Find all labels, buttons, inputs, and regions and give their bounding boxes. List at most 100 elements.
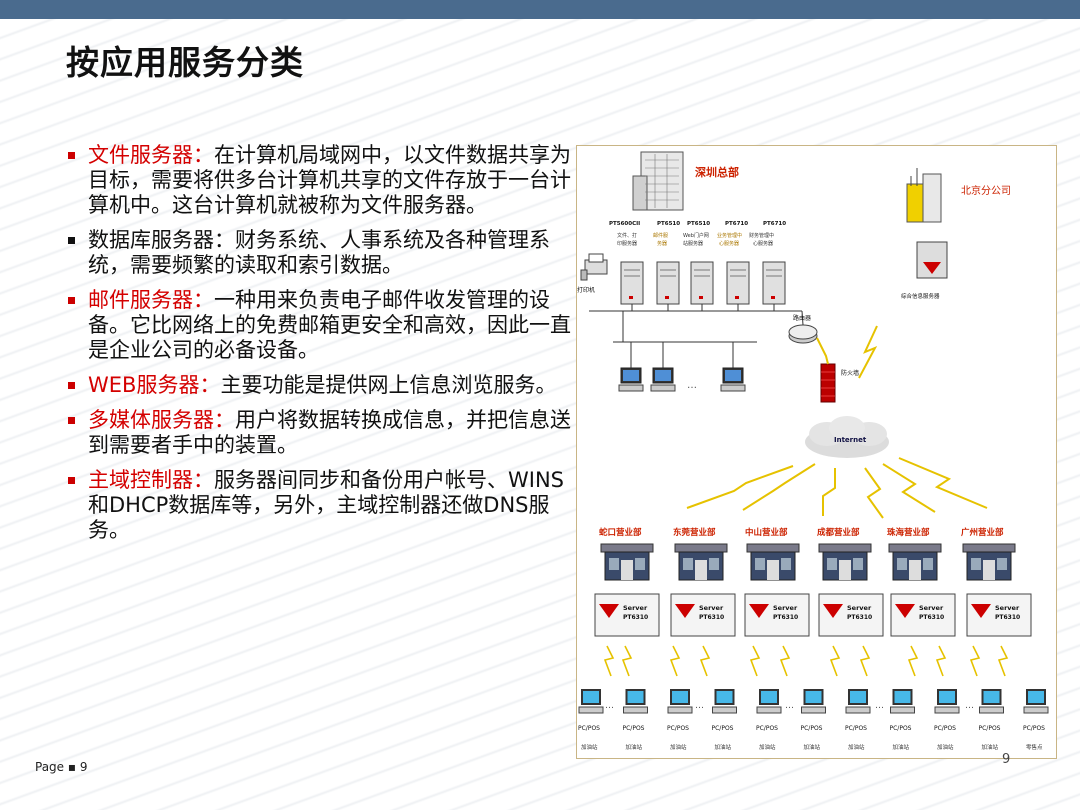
- lightning-link: [969, 645, 981, 677]
- pc-keyboard: [979, 706, 1004, 714]
- office-window: [683, 558, 693, 570]
- server-role-label: 心服务器: [719, 240, 739, 247]
- lightning-link: [882, 463, 936, 513]
- branch-label: 北京分公司: [961, 184, 1011, 197]
- bullet-list: 文件服务器：在计算机局域网中，以文件数据共享为目标，需要将供多台计算机共享的文件…: [66, 143, 578, 553]
- server-model-label: PT6510: [687, 221, 710, 227]
- pc-label: PC/POS: [578, 725, 600, 732]
- client-ellipsis: …: [875, 701, 884, 711]
- server-model-label: PT6710: [763, 221, 786, 227]
- office-server-model: PT6310: [995, 614, 1020, 621]
- bullet-marker: [68, 477, 75, 484]
- bullet-mail-server: 邮件服务器：一种用来负责电子邮件收发管理的设备。它比网络上的免费邮箱更安全和高效…: [66, 288, 578, 363]
- office-window: [755, 558, 765, 570]
- office-roof: [818, 543, 872, 553]
- office-server-model: PT6310: [699, 614, 724, 621]
- pc-screen: [627, 691, 644, 703]
- office-server-label: Server: [995, 604, 1020, 612]
- page-number: 9: [1002, 752, 1011, 767]
- bullet-keyword: 多媒体服务器：: [88, 408, 235, 432]
- server-role-label: 站服务器: [683, 240, 703, 247]
- bullet-database-server: 数据库服务器：财务系统、人事系统及各种管理系统，需要频繁的读取和索引数据。: [66, 228, 578, 278]
- office-server-icon: [818, 593, 884, 637]
- pc-screen: [1028, 691, 1044, 703]
- office-window: [635, 558, 645, 570]
- lightning-link: [699, 645, 711, 677]
- pc-keyboard: [1023, 706, 1049, 714]
- router-icon: [788, 310, 818, 344]
- bullet-file-server: 文件服务器：在计算机局域网中，以文件数据共享为目标，需要将供多台计算机共享的文件…: [66, 143, 578, 218]
- page-title: 按应用服务分类: [66, 43, 304, 82]
- client-group: PC/POS加油站PC/POS加油站PC/POS加油站PC/POS加油站PC/P…: [578, 645, 1049, 751]
- pc-label: PC/POS: [667, 725, 689, 732]
- lightning-link: [686, 465, 794, 509]
- pc-keyboard: [756, 706, 782, 714]
- server-role-label: 邮件服: [653, 232, 668, 239]
- server-logo: [599, 604, 619, 618]
- bullet-multimedia-server: 多媒体服务器：用户将数据转换成信息，并把信息送到需要者手中的装置。: [66, 408, 578, 458]
- pc-screen: [716, 691, 733, 703]
- lightning-link: [859, 645, 871, 677]
- office-roof: [746, 543, 800, 553]
- printer-icon: [580, 253, 608, 281]
- lightning-link: [907, 645, 919, 677]
- office-server-model: PT6310: [623, 614, 648, 621]
- station-label: 加油站: [670, 743, 687, 751]
- office-server-icon: [890, 593, 956, 637]
- office-name: 广州营业部: [961, 527, 1004, 538]
- office-server-label: Server: [623, 604, 648, 612]
- hq-server-icon: [762, 261, 786, 311]
- lightning-link: [858, 325, 878, 379]
- bullet-keyword: WEB服务器：: [88, 373, 221, 397]
- bullet-web-server: WEB服务器：主要功能是提供网上信息浏览服务。: [66, 373, 578, 398]
- pc-label: PC/POS: [756, 725, 778, 732]
- page-label: Page ▪ 9: [35, 760, 88, 774]
- office-name: 珠海营业部: [887, 527, 930, 538]
- server-role-label: 印服务器: [617, 240, 637, 247]
- office-name: 东莞营业部: [673, 527, 716, 538]
- station-label: 加油站: [893, 743, 910, 751]
- office-server-icon: [594, 593, 660, 637]
- server-logo: [823, 604, 843, 618]
- lan-ellipsis: …: [687, 380, 697, 391]
- info-server-label: 综合信息服务器: [901, 292, 940, 300]
- pc-screen: [583, 691, 599, 703]
- station-label: 加油站: [581, 743, 598, 751]
- office-window: [709, 558, 719, 570]
- server-logo: [895, 604, 915, 618]
- bullet-text: 服务器间同步和备份用户帐号、WINS和DHCP数据库等，另外，主域控制器还做DN…: [88, 468, 564, 542]
- office-name: 蛇口营业部: [599, 527, 642, 538]
- server-role-label: 财务管理中: [749, 232, 774, 239]
- server-role-label: 文件、打: [617, 232, 637, 239]
- printer-label: 打印机: [577, 286, 595, 294]
- router-label: 路由器: [793, 314, 811, 322]
- pc-keyboard: [712, 706, 737, 714]
- station-label: 加油站: [848, 743, 865, 751]
- bullet-text: 一种用来负责电子邮件收发管理的设备。它比网络上的免费邮箱更安全和高效，因此一直是…: [88, 288, 571, 362]
- hq-server-icon: [656, 261, 680, 311]
- server-model-label: PT5600CII: [609, 221, 640, 227]
- lightning-link: [816, 337, 829, 365]
- client-terminal: PC/POS 加油站: [578, 689, 604, 751]
- lightning-link: [898, 457, 988, 509]
- pc-screen: [850, 691, 866, 703]
- bullet-text: 用户将数据转换成信息，并把信息送到需要者手中的装置。: [88, 408, 571, 457]
- office-window: [827, 558, 837, 570]
- pc-label: PC/POS: [1023, 725, 1045, 732]
- station-label: 加油站: [626, 743, 643, 751]
- office-server-model: PT6310: [847, 614, 872, 621]
- office-window: [781, 558, 791, 570]
- lightning-link: [822, 468, 836, 516]
- top-accent-bar: [0, 0, 1080, 19]
- server-logo: [749, 604, 769, 618]
- client-ellipsis: …: [965, 701, 974, 711]
- pc-screen: [983, 691, 1000, 703]
- server-role-label: Web门户网: [683, 232, 709, 239]
